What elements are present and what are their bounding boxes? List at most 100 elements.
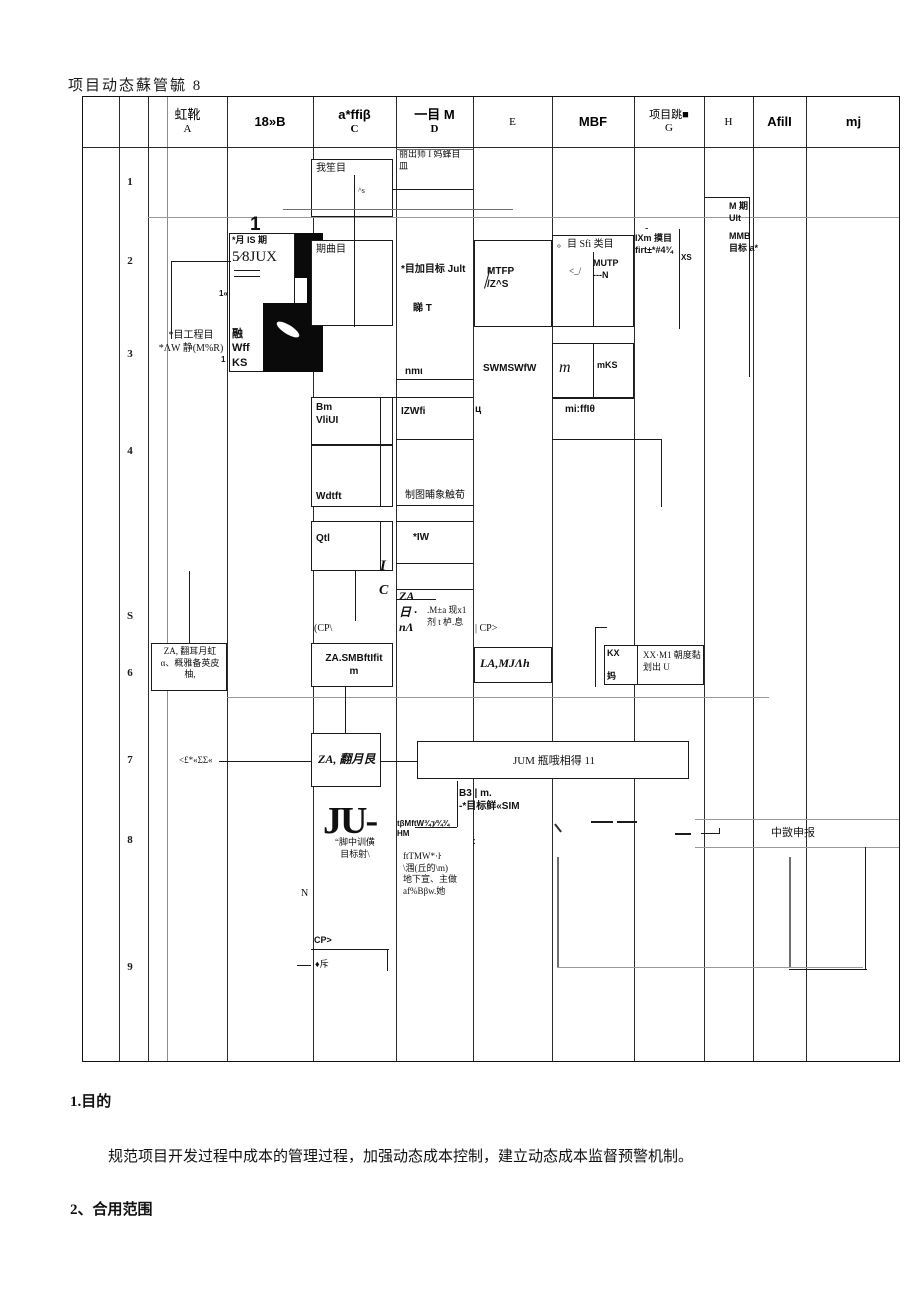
node-c-9-label: N [301,888,309,899]
connector-c2-v [354,217,355,327]
connector-a7-h [219,761,311,762]
node-d-4b-label: 制图晡象触荀 [405,490,465,501]
node-c-5-box[interactable]: Qtl [311,521,393,571]
page-title: 项目动态蘇管毓 8 [68,78,203,94]
node-d-7-box[interactable]: JUM 瓶哦相得 11 [417,741,689,779]
column-header-a: 虹靴 A [174,107,201,136]
rule-za-top [396,589,473,590]
node-b-arrow-2 [234,276,260,277]
col-divider-c [396,97,397,1061]
node-c-7-label: ZA, 翻月艮 [318,752,376,766]
scan-mark-2 [591,821,613,823]
node-c-2-box[interactable]: 期曲目 [311,240,393,326]
rule-d4b [396,505,473,506]
node-ic-1-label: I [380,558,386,574]
node-e-cp-label: | CP> [475,623,498,634]
col-divider-a [227,97,228,1061]
lower-band-far-right [865,847,866,969]
node-c-4b-label: Wdtft [316,491,342,502]
node-g-6-box[interactable]: KX 妈 XX·M1 朝度黏 划出 U [604,645,704,685]
lower-band-left [557,857,559,967]
connector-a3-v [171,261,172,339]
node-b-1y-label: 1 [221,355,226,364]
node-f-2-box[interactable]: 。目 Sfi 类目 MUTP ---N <_/ [552,235,634,327]
node-g-6-divider [637,646,638,684]
node-i-8-label: 中敳申报 [771,827,815,839]
node-d-5-label: *IW [413,532,430,543]
node-c-2-label: 期曲目 [316,244,346,255]
row-number-4: 4 [127,445,133,457]
node-f-4-label: mi:ffIθ [565,404,595,415]
node-a-6-label: ZA, 翻耳月虹 α、概雅备英皮 柚, [160,646,220,680]
scan-mark-1 [554,823,562,833]
node-c-1-box[interactable]: 我笙目 ^s [311,159,393,217]
node-c-1-label: 我笙目 [316,163,346,174]
connector-i8-arrow [701,833,719,834]
section-scope-heading: 2、合用范围 [70,1198,153,1219]
node-c-9b-label: CP> [314,935,332,945]
node-c-7-box[interactable]: ZA, 翻月艮 [311,733,381,787]
rule-d8-underline [415,827,457,828]
col-divider-spacer [148,97,149,1061]
node-c-4b-box[interactable]: Wdtft [311,445,393,507]
node-c-4-label: Bm VliUI [316,402,339,426]
node-ic-2-label: C [379,583,389,598]
rule-cp-underline [311,949,351,950]
col-divider-d [473,97,474,1061]
row-number-5: S [126,610,134,622]
col-divider-b [313,97,314,1061]
column-header-j: mj [845,113,862,129]
node-d-8b-label: ftTMW*·ŀ \涠(丘的\m) 地下宣、主做 af%Bβw.她 [403,851,458,897]
node-h-2-label: M 期 Ult [729,201,748,223]
column-header-f: MBF [578,113,608,129]
node-f-3-box[interactable]: m mKS [552,343,634,399]
rule-h-top [705,197,749,198]
node-c-8b-label: “脚中训僙 目标射\ [335,837,375,859]
node-a-3-label: *目工程目 *ΛW 静(M%R) [158,330,224,354]
section-purpose-body: 规范项目开发过程中成本的管理过程，加强动态成本控制，建立动态成本监督预警机制。 [108,1149,694,1165]
node-b-1-label: 1 [250,214,261,235]
flowchart-table: 虹靴 A 18»B a*ffiβ C 一目 M D E MBF 项目跳■ G H… [82,96,900,1062]
node-f-3b-label: mKS [597,360,618,370]
section-scope-title: 合用范围 [92,1202,153,1218]
node-c-6-box[interactable]: ZA.SMBftIfit m [311,643,393,687]
node-e-8-label: B3 | m. -*目标鲜«SIM [459,788,520,812]
node-d-za-label: ZA 日 · nΛ [399,589,418,635]
connector-g6-v [595,627,596,687]
lower-band-rule [557,967,863,968]
node-f-2b-label: MUTP ---N [593,258,619,280]
node-g-6b-label: XX·M1 朝度黏 划出 U [643,650,701,672]
ink-blot-lower [263,303,308,372]
node-g-2dot-label: - [645,223,649,234]
node-e-2-box[interactable]: MTFP /Z^S [474,240,552,327]
col-divider-e [552,97,553,1061]
rule-d3 [396,379,473,380]
row-number-3: 3 [127,348,133,360]
connector-g2-v [679,229,680,329]
connector-i8-arrowhead [719,828,720,834]
rule-d4-bot [396,439,473,440]
column-header-c: a*ffiβ C [338,107,371,136]
node-a-6-box[interactable]: ZA, 翻耳月虹 α、概雅备英皮 柚, [151,643,227,691]
connector-a3-h [171,261,231,262]
row-number-1: 1 [127,176,133,188]
node-c-cp-label: (CP\ [314,623,333,634]
connector-h-v [749,197,750,377]
row-number-9: 9 [127,961,133,973]
column-header-i: AfilI [767,113,792,129]
node-d-za2-label: .M±a 现x1 剂 t 栌.息 [427,605,467,627]
node-d-7-label: JUM 瓶哦相得 11 [512,755,596,767]
connector-c1-right [393,189,473,190]
node-d-8c-label: : [473,836,476,847]
section-scope-number: 2、 [70,1202,93,1218]
rule-c4-top [311,397,401,398]
node-c-9c-label: ♦斥 [315,959,329,969]
node-b-jux-label: 5⁄8JUX [232,249,278,265]
rule-d5-bot [396,563,473,564]
node-c-1b-label: ^s [358,186,365,195]
row-rule-1 [148,217,899,218]
node-g-2b-label: XS [681,253,692,262]
node-e-6-box[interactable]: LA,MJΛh [474,647,552,683]
node-c-4-box[interactable]: Bm VliUI [311,397,393,445]
